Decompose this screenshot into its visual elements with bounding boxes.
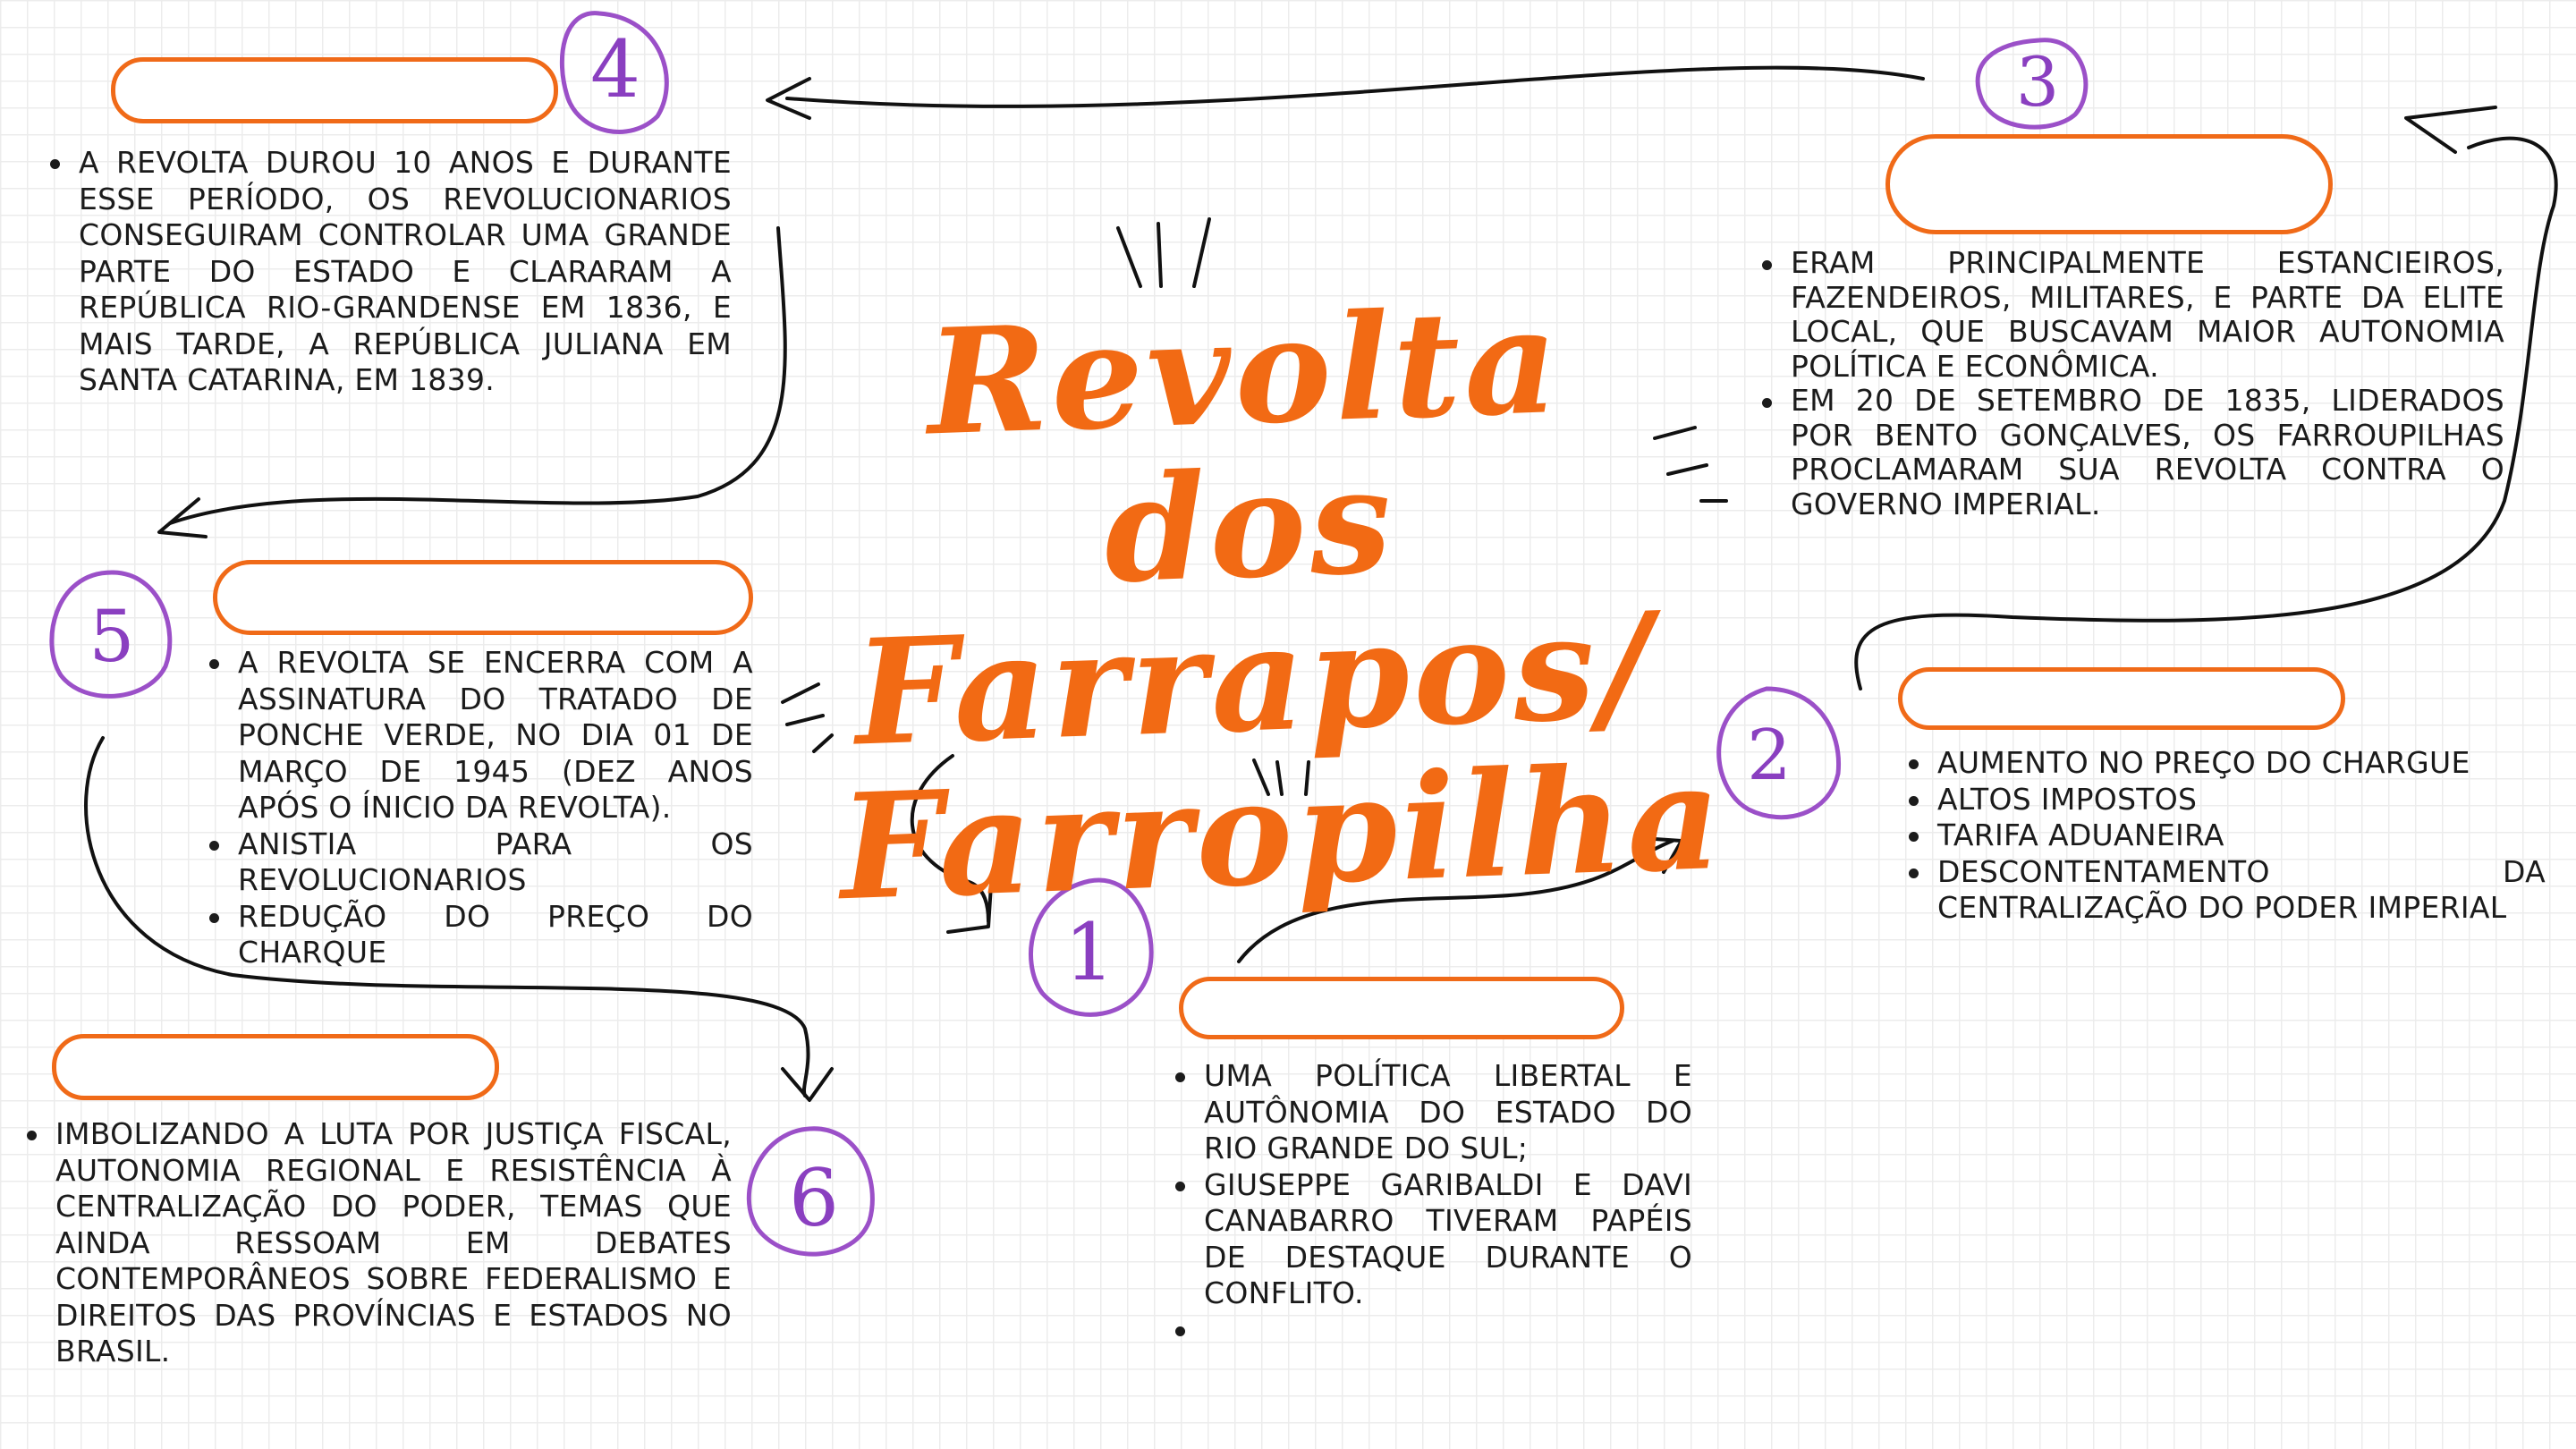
- circle-6: [746, 1126, 875, 1257]
- circle-5: [49, 570, 173, 699]
- step-number-5: 5: [89, 595, 135, 678]
- arrow-4-to-5-head: [157, 497, 208, 538]
- sparkle-left-2: [785, 714, 825, 726]
- title-line-3: Farropilha: [836, 732, 1727, 934]
- sparkle-top-2: [1157, 222, 1163, 288]
- sparkle-top-1: [1116, 226, 1142, 288]
- section-2-list: Aumento no preço do chargue Altos impost…: [1905, 745, 2546, 927]
- sparkle-left-3: [812, 733, 834, 753]
- arrow-3-to-4-head: [766, 77, 811, 120]
- section-1-list: Uma política libertal e autônomia do est…: [1172, 1058, 1692, 1348]
- sparkle-top-3: [1192, 217, 1211, 288]
- section-5-item-1: A revolta se encerra com a assinatura do…: [206, 645, 753, 826]
- step-number-4: 4: [590, 23, 640, 115]
- section-2-heading-box: [1898, 667, 2345, 730]
- arrow-1-to-2-head: [1640, 836, 1683, 874]
- section-6-list: imbolizando a luta por justiça fiscal, a…: [23, 1116, 732, 1370]
- section-3-heading-box: [1885, 134, 2333, 234]
- section-3-list: Eram principalmente estancieiros, fazend…: [1758, 245, 2504, 521]
- step-number-2: 2: [1747, 716, 1792, 796]
- section-3-item-1: Eram principalmente estancieiros, fazend…: [1758, 245, 2504, 384]
- arrow-1-to-2: [1237, 839, 1674, 963]
- section-1-item-1: Uma política libertal e autônomia do est…: [1172, 1058, 1692, 1167]
- sparkle-bottom-1: [1252, 758, 1270, 796]
- arrow-5-to-6-head: [781, 1067, 834, 1102]
- section-5-list: A revolta se encerra com a assinatura do…: [206, 645, 753, 971]
- section-4-item-1: A revolta durou 10 anos e durante esse p…: [47, 145, 732, 399]
- circle-4: [560, 11, 669, 134]
- section-6-item-1: imbolizando a luta por justiça fiscal, a…: [23, 1116, 732, 1370]
- section-1-item-2: Giuseppe Garibaldi e Davi Canabarro tive…: [1172, 1167, 1692, 1312]
- arrow-title-to-1-head: [946, 884, 993, 934]
- section-6-heading-box: [52, 1034, 499, 1100]
- arrow-3-to-4: [785, 65, 1925, 108]
- sparkle-right-2: [1666, 463, 1708, 476]
- main-title: Revolta dos Farrapos/ Farropilha: [821, 275, 1727, 934]
- section-2-item-1: Aumento no preço do chargue: [1905, 745, 2546, 782]
- sparkle-bottom-3: [1304, 760, 1310, 796]
- section-3-item-2: Em 20 de setembro de 1835, liderados por…: [1758, 383, 2504, 521]
- sparkle-right-1: [1653, 426, 1697, 440]
- sparkle-bottom-2: [1275, 760, 1284, 796]
- section-2-item-3: Tarifa aduaneira: [1905, 818, 2546, 854]
- circle-2: [1716, 686, 1842, 820]
- arrow-title-to-1: [910, 754, 990, 923]
- step-number-1: 1: [1064, 906, 1114, 998]
- section-5-item-3: Redução do preço do charque: [206, 899, 753, 971]
- section-1-item-3: [1172, 1312, 1692, 1348]
- circle-1: [1029, 877, 1154, 1017]
- section-2-item-2: Altos impostos: [1905, 782, 2546, 818]
- section-5-item-2: Anistia para os revolucionarios: [206, 826, 753, 899]
- sparkle-left-1: [781, 682, 820, 704]
- section-2-item-4: Descontentamento da centralização do pod…: [1905, 854, 2546, 927]
- section-5-heading-box: [213, 560, 753, 635]
- step-number-3: 3: [2015, 42, 2060, 122]
- section-1-heading-box: [1179, 977, 1624, 1039]
- step-number-6: 6: [789, 1152, 839, 1244]
- arrow-2-to-3: [1854, 136, 2558, 691]
- arrow-5-to-6: [84, 736, 810, 1097]
- section-4-list: A revolta durou 10 anos e durante esse p…: [47, 145, 732, 399]
- title-line-1: Revolta dos: [924, 275, 1564, 616]
- section-4-heading-box: [111, 57, 558, 123]
- circle-3: [1975, 38, 2089, 130]
- arrow-4-to-5: [168, 226, 787, 525]
- arrow-2-to-3-head: [2404, 106, 2497, 154]
